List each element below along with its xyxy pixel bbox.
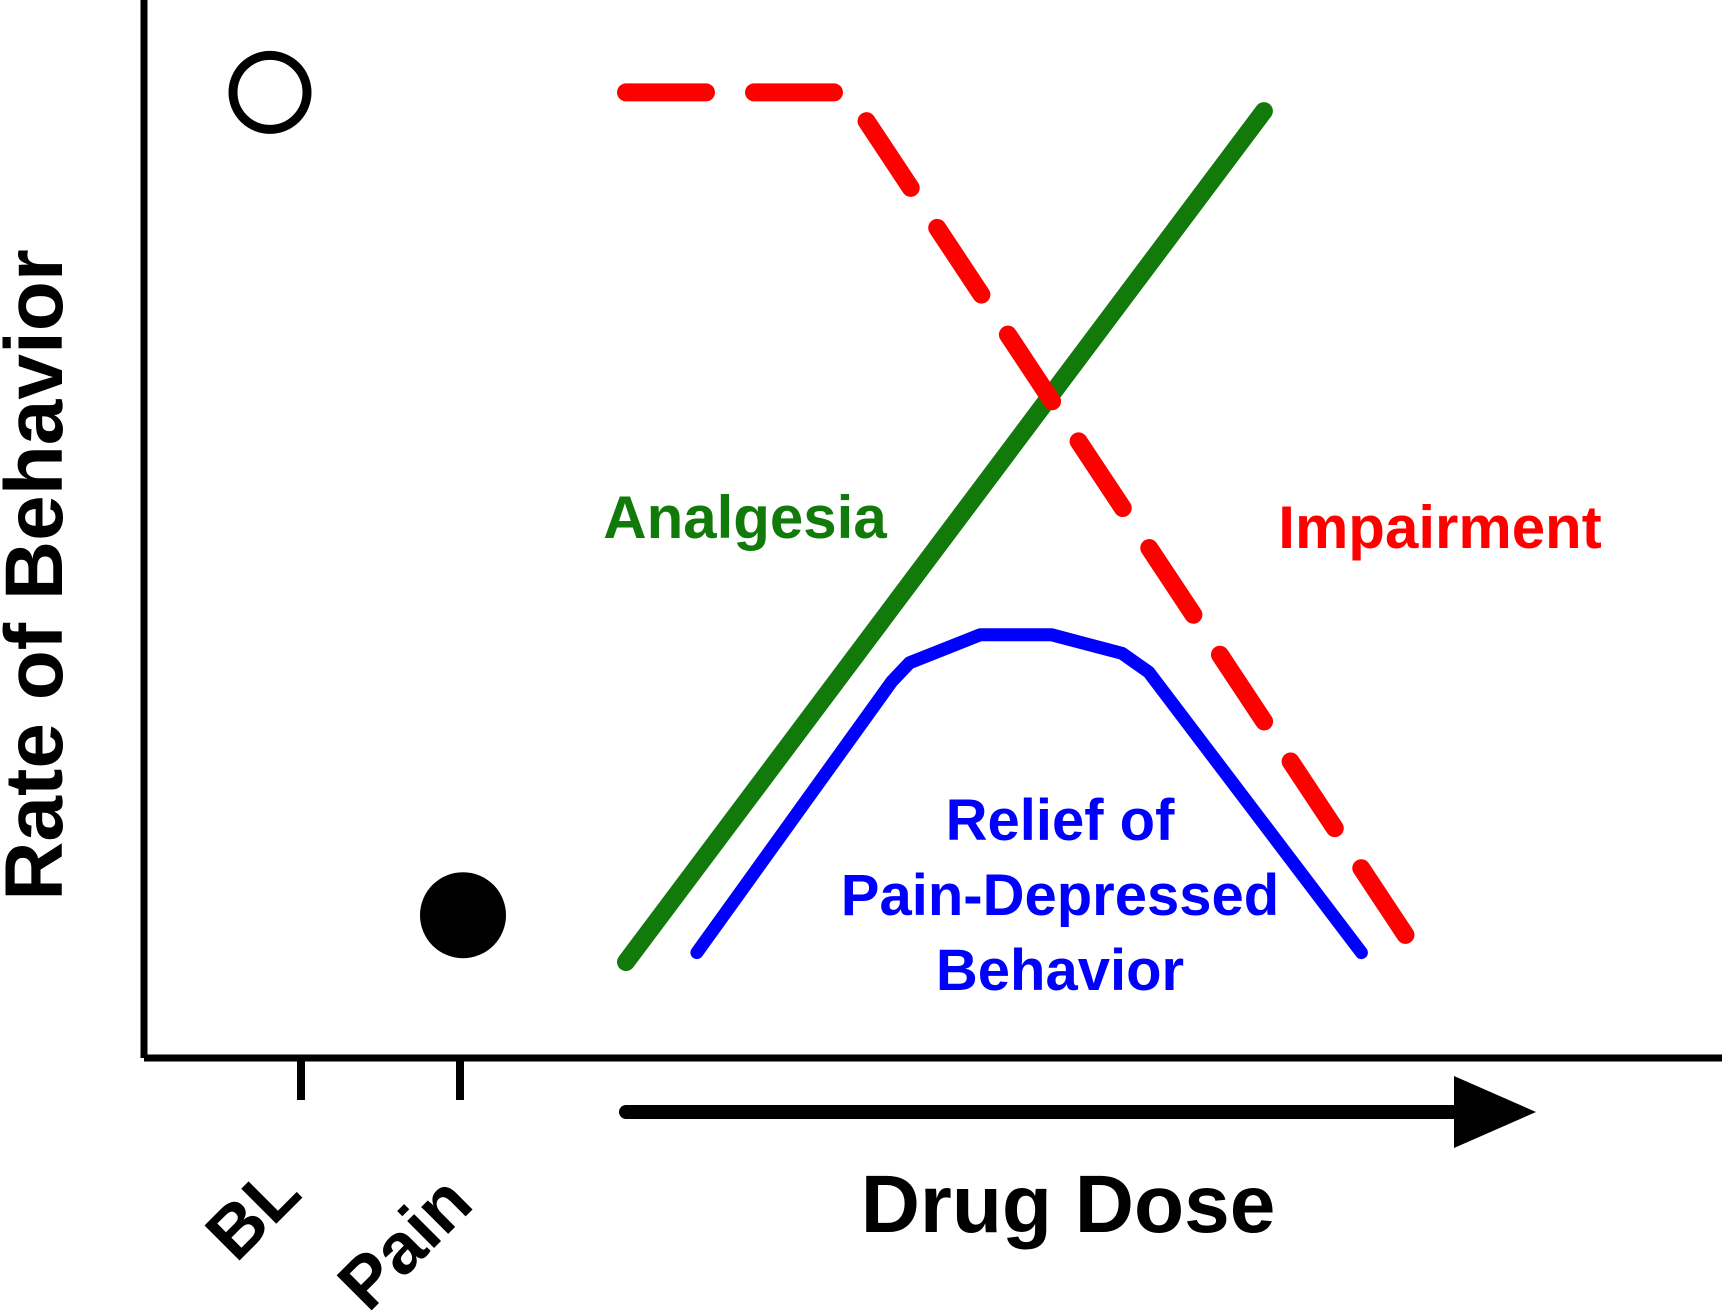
series-label-relief-line2: Pain-Depressed bbox=[841, 863, 1279, 928]
tick-label-bl: BL bbox=[191, 1151, 315, 1275]
x-axis-title: Drug Dose bbox=[861, 1159, 1276, 1250]
series-line-analgesia bbox=[617, 102, 1273, 971]
data-point-bl bbox=[228, 50, 312, 134]
series-line-relief bbox=[690, 628, 1368, 960]
data-point-pain bbox=[420, 872, 506, 959]
series-label-relief-line3: Behavior bbox=[936, 938, 1184, 1003]
series-label-analgesia: Analgesia bbox=[603, 484, 887, 551]
y-axis-title: Rate of Behavior bbox=[0, 249, 80, 901]
series-label-relief-line1: Relief of bbox=[946, 788, 1175, 853]
series-label-impairment: Impairment bbox=[1278, 494, 1601, 561]
series-line-impairment bbox=[617, 83, 1433, 971]
tick-label-pain: Pain bbox=[323, 1161, 487, 1312]
